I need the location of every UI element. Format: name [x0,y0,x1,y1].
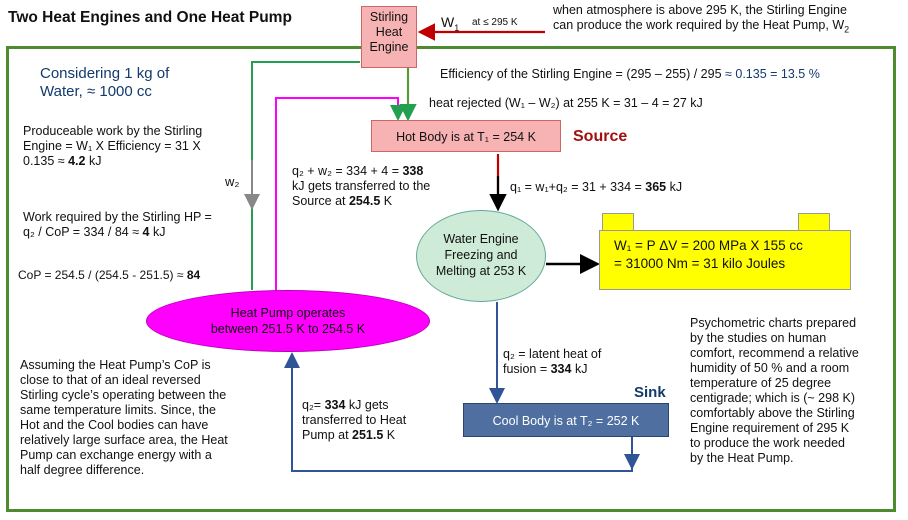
efficiency-line: Efficiency of the Stirling Engine = (295… [440,67,820,81]
page-title: Two Heat Engines and One Heat Pump [8,9,292,26]
work-output-box: W₁ = P ΔV = 200 MPa X 155 cc = 31000 Nm … [599,230,851,290]
cop-line: CoP = 254.5 / (254.5 - 251.5) ≈ 84 [18,268,201,282]
water-engine-ellipse: Water Engine Freezing and Melting at 253… [416,210,546,302]
considering-note: Considering 1 kg of Water, ≈ 1000 cc [40,65,170,100]
atmosphere-note: when atmosphere is above 295 K, the Stir… [553,3,850,35]
stirling-engine-box: Stirling Heat Engine [361,6,417,68]
produceable-work-note: Produceable work by the Stirling Engine … [23,124,203,168]
heat-pump-ellipse: Heat Pump operates between 251.5 K to 25… [146,290,430,352]
latent-heat-note: q₂ = latent heat of fusion = 334 kJ [503,347,602,376]
stirling-line-1: Stirling [369,10,409,24]
hot-body-box: Hot Body is at T₁ = 254 K [371,120,561,152]
w1-condition: at ≤ 295 K [472,17,518,28]
w2-path [251,61,360,290]
heat-rejected-line: heat rejected (W₁ – W₂) at 255 K = 31 – … [429,96,703,110]
stirling-line-2: Heat [375,25,403,39]
work-required-note: Work required by the Stirling HP = q₂ / … [23,210,212,239]
cool-body-box: Cool Body is at T₂ = 252 K [463,403,669,437]
q1-line: q₁ = w₁+q₂ = 31 + 334 = 365 kJ [510,180,683,194]
sink-label: Sink [634,384,666,401]
w2-side-label: w₂ [225,174,240,189]
transfer-to-source-note: q₂ + w₂ = 334 + 4 = 338 kJ gets transfer… [292,164,431,208]
q2-transfer-note: q₂= 334 kJ gets transferred to Heat Pump… [302,398,407,442]
diagram-frame [6,46,896,512]
stirling-line-3: Engine [369,40,409,54]
source-label: Source [573,128,628,145]
w1-label: W1 [441,14,460,33]
